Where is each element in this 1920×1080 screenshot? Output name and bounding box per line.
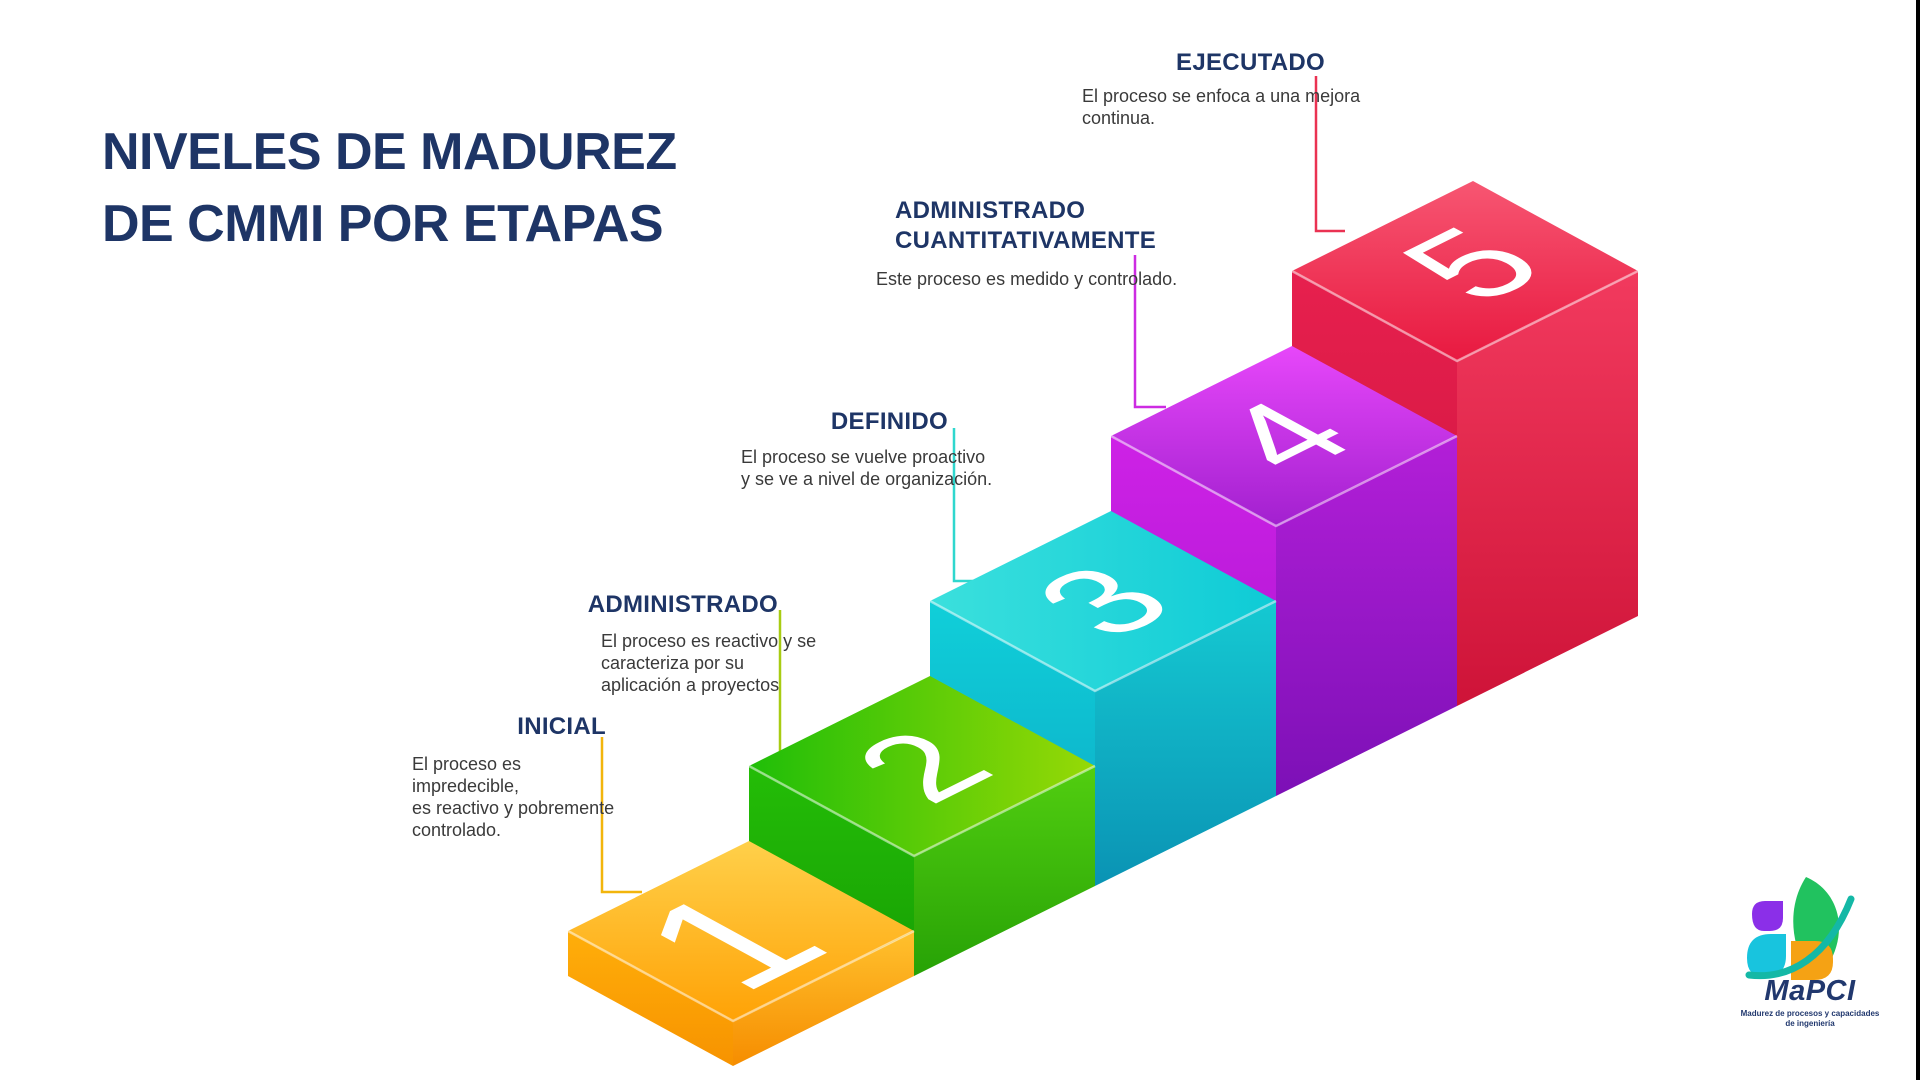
step-1-top-face xyxy=(568,841,914,1021)
label-ejecutado-heading: EJECUTADO xyxy=(1176,49,1325,76)
step-4-edge-highlight xyxy=(1110,434,1458,528)
step-3-right-face xyxy=(1095,601,1276,886)
label-inicial: INICIAL El proceso es impredecible, es r… xyxy=(406,712,614,840)
step-3-edge-highlight xyxy=(929,599,1277,693)
mapci-logo-mark xyxy=(1745,877,1855,980)
step-4-right-face xyxy=(1276,436,1457,796)
step-block-4: 4 xyxy=(1110,346,1458,796)
step-2-right-face xyxy=(914,766,1095,976)
logo-petal-purple xyxy=(1752,901,1783,931)
label-administrado-cuantitativamente: ADMINISTRADO CUANTITATIVAMENTE Este proc… xyxy=(876,196,1195,289)
connector-line-cuantitativamente xyxy=(1133,255,1166,409)
page-title: NIVELES DE MADUREZ DE CMMI POR ETAPAS xyxy=(102,123,677,253)
label-ejecutado: EJECUTADO El proceso se enfoca a una mej… xyxy=(1082,48,1360,128)
mapci-logo-tagline: Madurez de procesos y capacidades de ing… xyxy=(1740,1009,1880,1028)
logo-petal-cyan xyxy=(1747,934,1786,977)
label-administrado-body: El proceso es reactivo y se caracteriza … xyxy=(601,631,817,695)
label-definido-heading: DEFINIDO xyxy=(830,408,948,435)
right-edge-black-bar xyxy=(1916,0,1920,1080)
step-1-right-face xyxy=(733,931,914,1066)
step-4-top-face xyxy=(1111,346,1457,526)
mapci-logo-name: MaPCI xyxy=(1764,975,1856,1007)
label-definido-body: El proceso se vuelve proactivo y se ve a… xyxy=(741,447,993,489)
step-1-edge-highlight xyxy=(567,929,915,1023)
step-2-edge-highlight xyxy=(748,764,1096,858)
label-administrado-heading: ADMINISTRADO xyxy=(587,591,778,618)
label-ejecutado-body: El proceso se enfoca a una mejora contin… xyxy=(1082,86,1361,128)
label-administrado: ADMINISTRADO El proceso es reactivo y se… xyxy=(558,590,816,695)
connector-line-ejecutado xyxy=(1314,76,1345,233)
step-5-edge-highlight xyxy=(1291,269,1639,363)
label-inicial-heading: INICIAL xyxy=(517,713,606,740)
label-administrado-cuantitativamente-heading: ADMINISTRADO CUANTITATIVAMENTE xyxy=(895,197,1157,254)
step-1-left-face xyxy=(568,931,733,1066)
label-definido: DEFINIDO El proceso se vuelve proactivo … xyxy=(741,407,992,489)
connector-line-inicial xyxy=(600,737,642,894)
step-2-top-face xyxy=(749,676,1095,856)
step-5-right-face xyxy=(1457,271,1638,706)
step-5-top-face xyxy=(1292,181,1638,361)
label-inicial-body: El proceso es impredecible, es reactivo … xyxy=(412,754,615,840)
label-administrado-cuantitativamente-body: Este proceso es medido y controlado. xyxy=(876,269,1178,289)
logo-swoosh xyxy=(1745,895,1855,980)
step-block-1: 1 xyxy=(567,841,915,1066)
step-3-top-face xyxy=(930,511,1276,691)
